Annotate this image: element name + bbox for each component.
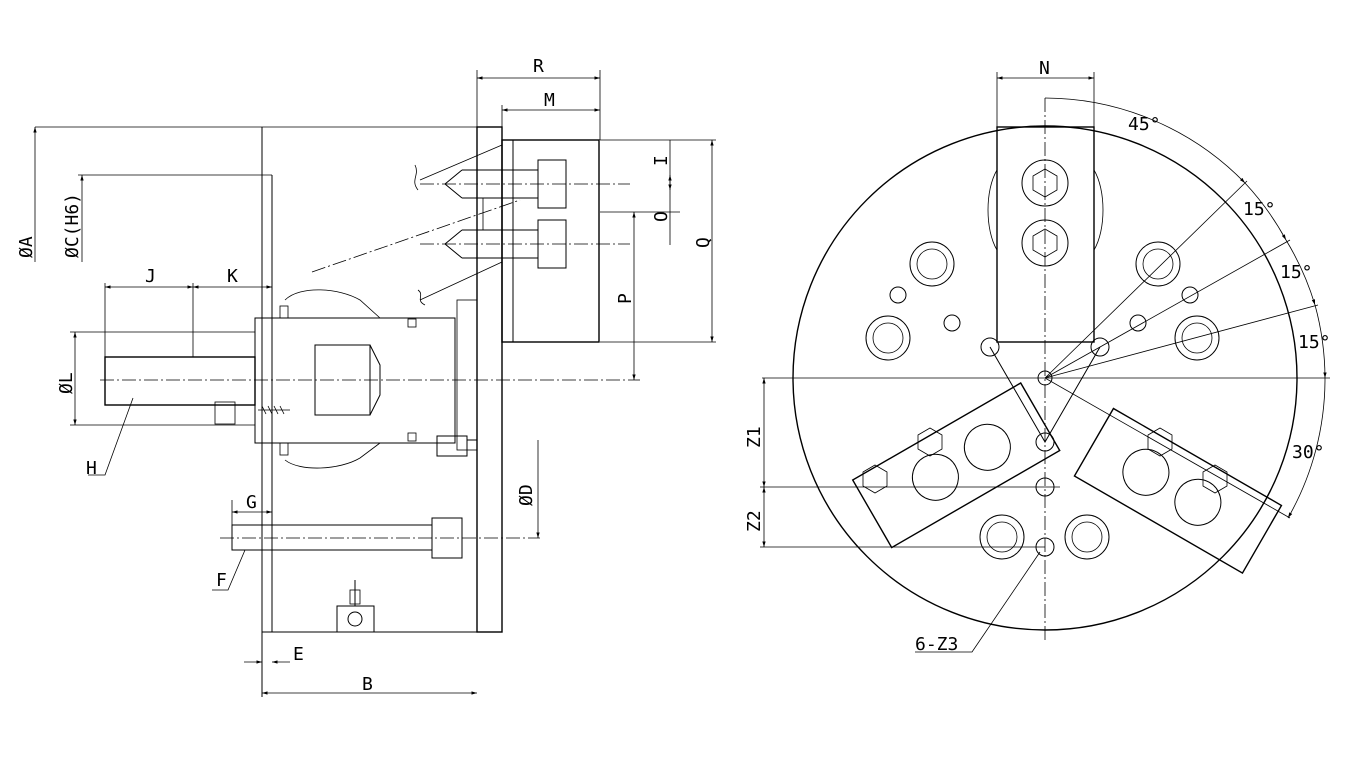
- label-angle-30: 30°: [1292, 442, 1325, 463]
- label-e: E: [293, 644, 304, 665]
- label-b: B: [362, 674, 373, 695]
- front-view: N 45° 15° 15° 15° 30° Z1 Z2 6-Z3: [744, 58, 1331, 655]
- side-view: R M I O Q P ØA ØC(H6) J K ØL H ØD G F E …: [16, 56, 716, 697]
- label-o: O: [651, 211, 672, 222]
- label-a: ØA: [16, 236, 37, 258]
- label-d: ØD: [516, 484, 537, 506]
- label-angle-45: 45°: [1128, 114, 1161, 135]
- label-q: Q: [693, 237, 714, 248]
- label-angle-15-a: 15°: [1243, 199, 1276, 220]
- label-z1: Z1: [744, 426, 765, 448]
- label-j: J: [145, 266, 156, 287]
- label-k: K: [227, 266, 238, 287]
- label-z3: 6-Z3: [915, 634, 958, 655]
- label-p: P: [615, 293, 636, 304]
- label-h: H: [86, 458, 97, 479]
- label-g: G: [246, 492, 257, 513]
- label-l: ØL: [56, 372, 77, 394]
- label-z2: Z2: [744, 510, 765, 532]
- label-m: M: [544, 90, 555, 111]
- label-f: F: [216, 570, 227, 591]
- label-r: R: [533, 56, 544, 77]
- label-i: I: [651, 155, 672, 166]
- label-angle-15-b: 15°: [1280, 262, 1313, 283]
- label-n: N: [1039, 58, 1050, 79]
- label-angle-15-c: 15°: [1298, 332, 1331, 353]
- label-c: ØC(H6): [62, 193, 83, 258]
